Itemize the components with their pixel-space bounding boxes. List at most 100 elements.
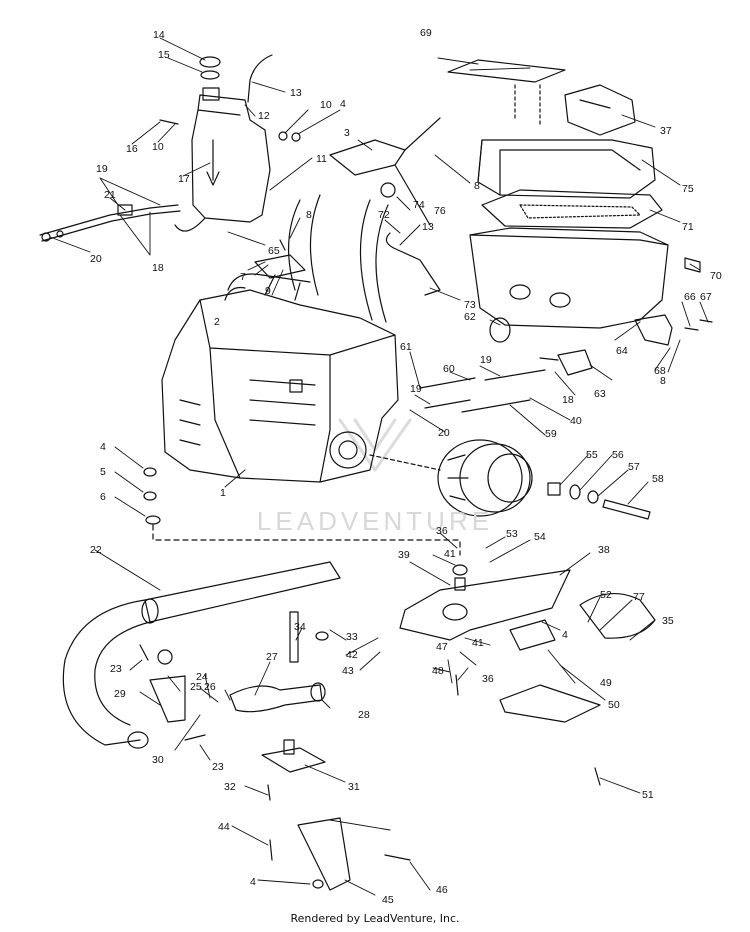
part-callout-70: 70 bbox=[710, 270, 722, 282]
fasteners-66-67 bbox=[684, 319, 713, 331]
bolt-51 bbox=[594, 767, 601, 786]
part-callout-75: 75 bbox=[682, 183, 694, 195]
part-callout-66: 66 bbox=[684, 291, 696, 303]
seal-62 bbox=[489, 317, 511, 343]
part-callout-45: 45 bbox=[382, 894, 394, 906]
part-callout-21: 21 bbox=[104, 189, 116, 201]
part-callout-46: 46 bbox=[436, 884, 448, 896]
spacer-55 bbox=[547, 482, 561, 496]
part-callout-72: 72 bbox=[378, 209, 390, 221]
regulator-49 bbox=[509, 619, 556, 651]
bracket-50 bbox=[499, 684, 601, 723]
line-19 bbox=[484, 369, 546, 381]
post-34 bbox=[289, 611, 299, 663]
support-plate-38 bbox=[399, 569, 571, 641]
part-callout-63: 63 bbox=[594, 388, 606, 400]
part-callout-68: 68 bbox=[654, 365, 666, 377]
part-callout-57: 57 bbox=[628, 461, 640, 473]
part-callout-18: 18 bbox=[562, 394, 574, 406]
part-callout-71: 71 bbox=[682, 221, 694, 233]
part-callout-14: 14 bbox=[153, 29, 165, 41]
part-callout-55: 55 bbox=[586, 449, 598, 461]
cables-13 bbox=[288, 194, 321, 296]
part-callout-36: 36 bbox=[482, 673, 494, 685]
part-callout-16: 16 bbox=[126, 143, 138, 155]
part-callout-2: 2 bbox=[214, 316, 220, 328]
fitting-74 bbox=[380, 182, 396, 198]
part-callout-59: 59 bbox=[545, 428, 557, 440]
spring-23 bbox=[139, 644, 149, 661]
washer-6 bbox=[145, 515, 161, 525]
part-callout-27: 27 bbox=[266, 651, 278, 663]
part-callout-6: 6 bbox=[100, 491, 106, 503]
part-callout-43: 43 bbox=[342, 665, 354, 677]
bracket-73 bbox=[385, 232, 441, 296]
engine bbox=[161, 274, 399, 483]
part-callout-47: 47 bbox=[436, 641, 448, 653]
part-callout-58: 58 bbox=[652, 473, 664, 485]
gasket-69 bbox=[447, 59, 566, 83]
bolt-46 bbox=[384, 854, 411, 861]
part-callout-8: 8 bbox=[474, 180, 480, 192]
part-callout-24: 24 bbox=[196, 671, 208, 683]
spring-23b bbox=[184, 734, 206, 741]
part-callout-61: 61 bbox=[400, 341, 412, 353]
part-callout-20: 20 bbox=[90, 253, 102, 265]
bracket-45 bbox=[297, 817, 351, 891]
part-callout-30: 30 bbox=[152, 754, 164, 766]
part-callout-65: 65 bbox=[268, 245, 280, 257]
part-callout-44: 44 bbox=[218, 821, 230, 833]
part-callout-76: 76 bbox=[434, 205, 446, 217]
washer-56 bbox=[569, 484, 581, 500]
oil-pump-63 bbox=[539, 349, 593, 376]
line-60 bbox=[419, 377, 476, 389]
intake-pipe-2 bbox=[227, 273, 311, 291]
mount-31 bbox=[261, 747, 326, 773]
part-callout-49: 49 bbox=[600, 677, 612, 689]
part-callout-11: 11 bbox=[316, 153, 327, 165]
line-59 bbox=[424, 399, 531, 413]
part-callout-42: 42 bbox=[346, 649, 358, 661]
nut-4 bbox=[143, 467, 157, 477]
grommet-24 bbox=[157, 649, 173, 665]
part-callout-40: 40 bbox=[570, 415, 582, 427]
part-callout-4: 4 bbox=[100, 441, 106, 453]
part-callout-20: 20 bbox=[438, 427, 450, 439]
part-callout-17: 17 bbox=[178, 173, 190, 185]
exhaust-pipe-27 bbox=[229, 684, 323, 713]
washer-57 bbox=[587, 490, 599, 504]
part-callout-38: 38 bbox=[598, 544, 610, 556]
part-callout-29: 29 bbox=[114, 688, 126, 700]
tank-bolt bbox=[159, 119, 179, 125]
part-callout-52: 52 bbox=[600, 589, 612, 601]
part-callout-4: 4 bbox=[562, 629, 568, 641]
part-callout-77: 77 bbox=[633, 591, 645, 603]
part-callout-53: 53 bbox=[506, 528, 518, 540]
breather-hose bbox=[247, 54, 273, 103]
air-silencer bbox=[477, 139, 656, 199]
part-callout-23: 23 bbox=[212, 761, 224, 773]
part-callout-74: 74 bbox=[413, 199, 425, 211]
part-callout-41: 41 bbox=[444, 548, 456, 560]
cable-3 bbox=[329, 117, 441, 226]
part-callout-25: 25 bbox=[190, 681, 202, 693]
screw-8 bbox=[279, 239, 286, 251]
part-callout-10: 10 bbox=[152, 141, 164, 153]
part-callout-12: 12 bbox=[258, 110, 270, 122]
oil-line-assembly bbox=[39, 204, 181, 242]
bolt-44 bbox=[269, 839, 273, 861]
part-callout-4: 4 bbox=[340, 98, 346, 110]
part-callout-36: 36 bbox=[436, 525, 448, 537]
part-callout-48: 48 bbox=[432, 665, 444, 677]
part-callout-3: 3 bbox=[344, 127, 350, 139]
part-callout-33: 33 bbox=[346, 631, 358, 643]
part-callout-9: 9 bbox=[265, 285, 271, 297]
grommet-33 bbox=[315, 631, 329, 641]
bracket-7 bbox=[254, 254, 306, 279]
air-box-base bbox=[469, 227, 669, 329]
part-callout-19: 19 bbox=[410, 383, 422, 395]
part-callout-60: 60 bbox=[443, 363, 455, 375]
bolt-58 bbox=[602, 499, 651, 520]
